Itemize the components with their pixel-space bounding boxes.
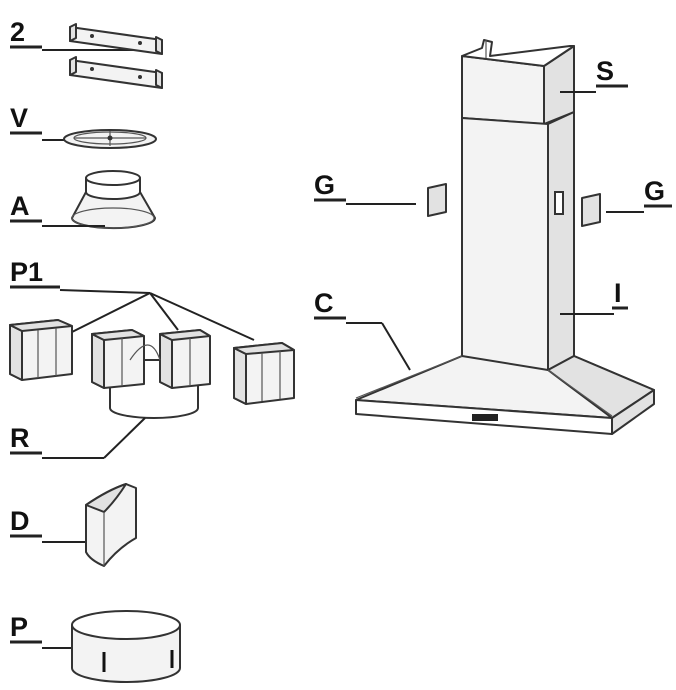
label-deflector: D (10, 506, 30, 536)
label-grille-right: G (644, 176, 665, 206)
pipe-part: P (10, 610, 181, 683)
inner-chimney-callout: I (560, 278, 628, 315)
canopy-callout: C (314, 288, 411, 371)
label-pipe: P (10, 612, 28, 642)
label-canopy: C (314, 288, 334, 318)
reducer-part: R (10, 329, 211, 459)
label-upper-chimney: S (596, 56, 614, 86)
label-bracket: 2 (10, 17, 25, 47)
filters-part: P1 (9, 257, 295, 405)
upper-chimney-callout: S (560, 56, 628, 93)
grille-right-callout: G (606, 176, 672, 213)
label-filters: P1 (10, 257, 43, 287)
label-inner-chimney: I (614, 278, 622, 308)
bracket-part: 2 (10, 17, 163, 89)
label-reducer: R (10, 423, 30, 453)
valve-part: V (10, 103, 157, 149)
label-adapter: A (10, 191, 30, 221)
label-grille-left: G (314, 170, 335, 200)
label-valve: V (10, 103, 28, 133)
deflector-part: D (10, 483, 137, 567)
grille-left-callout: G (314, 170, 416, 205)
cooker-hood (355, 39, 655, 435)
adapter-part: A (10, 170, 156, 230)
